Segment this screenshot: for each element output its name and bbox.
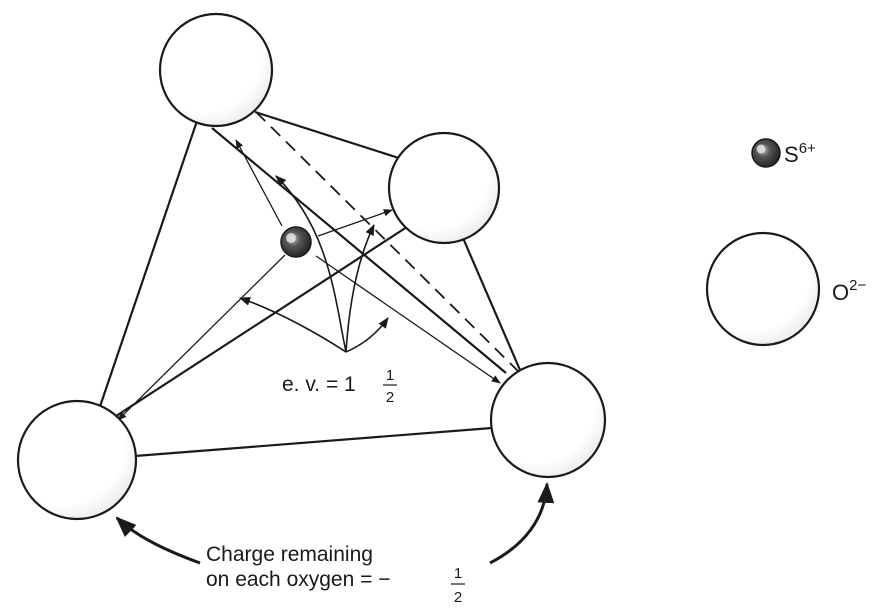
charge-fraction-den: 2 bbox=[454, 589, 462, 606]
oxygen-spheres bbox=[16, 12, 607, 521]
charge-arrow-right bbox=[489, 481, 555, 565]
ev-annotation: e. v. = 1 1 2 bbox=[282, 367, 397, 406]
bond-arrow-bottomright bbox=[315, 255, 501, 384]
oxygen-sphere-right bbox=[387, 131, 501, 245]
legend-sulfur-icon bbox=[751, 138, 781, 168]
ev-curve-to-top bbox=[275, 175, 347, 353]
ev-fraction-den: 2 bbox=[386, 389, 394, 406]
sulfur-cation-highlight bbox=[286, 233, 296, 243]
edge-right-bottomright bbox=[461, 237, 522, 371]
ev-curve-to-bottomright bbox=[345, 317, 389, 353]
ev-curves bbox=[238, 175, 389, 353]
tetrahedron-edges bbox=[90, 110, 522, 458]
ev-fraction-num: 1 bbox=[386, 367, 394, 384]
bond-arrow-right bbox=[317, 209, 393, 237]
edge-top-right bbox=[254, 110, 406, 162]
charge-arrows bbox=[115, 481, 555, 565]
charge-annotation: Charge remaining on each oxygen = − 1 2 bbox=[206, 543, 465, 606]
legend-oxygen-label: O2− bbox=[832, 277, 866, 305]
oxygen-sphere-left bbox=[16, 399, 138, 521]
ev-label: e. v. = 1 bbox=[282, 373, 356, 396]
oxygen-sphere-top bbox=[158, 12, 274, 128]
legend-oxygen-icon bbox=[705, 231, 821, 347]
ev-curve-to-left bbox=[238, 297, 347, 353]
legend: S6+ O2− bbox=[705, 138, 866, 347]
sulfur-cation-center bbox=[280, 226, 312, 258]
bond-arrow-left bbox=[117, 254, 286, 421]
bond-arrows bbox=[117, 139, 501, 421]
edge-top-bottomright bbox=[211, 127, 507, 374]
ev-curve-to-right bbox=[345, 223, 375, 353]
edge-top-left bbox=[90, 117, 200, 431]
charge-label-line2: on each oxygen = − bbox=[206, 568, 390, 591]
charge-arrow-left bbox=[115, 516, 201, 565]
bond-arrow-top bbox=[235, 139, 283, 227]
legend-sulfur-label: S6+ bbox=[784, 140, 816, 167]
edge-left-right-front bbox=[109, 224, 411, 421]
edge-left-bottomright bbox=[134, 426, 493, 458]
charge-fraction-num: 1 bbox=[454, 565, 462, 582]
oxygen-sphere-bottomright bbox=[489, 361, 607, 479]
charge-label-line1: Charge remaining bbox=[206, 543, 373, 566]
